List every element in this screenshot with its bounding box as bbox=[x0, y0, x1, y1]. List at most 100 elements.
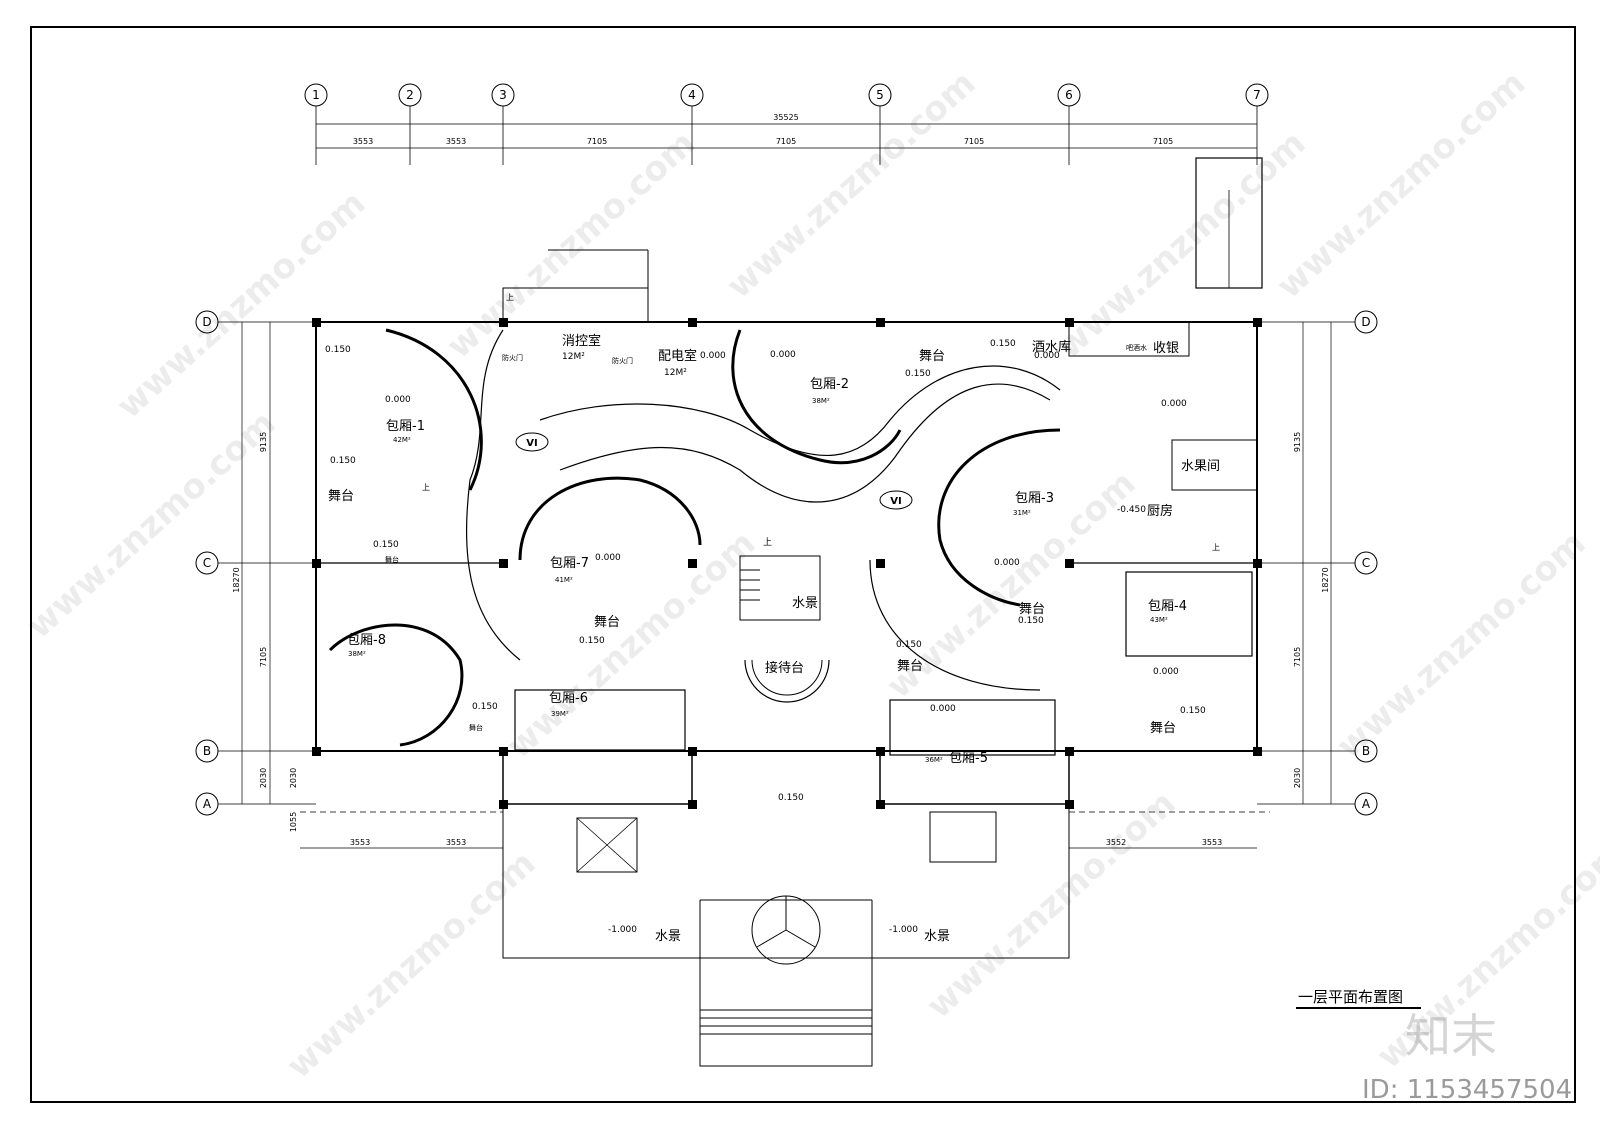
room-label-box3: 包厢-3 bbox=[1015, 491, 1054, 506]
dim-label: 7105 bbox=[1293, 647, 1302, 667]
room-area-box6: 39M² bbox=[551, 710, 569, 718]
room-label-box1: 包厢-1 bbox=[386, 419, 425, 434]
room-label-stage: 舞台 bbox=[1019, 602, 1045, 617]
title-block: 一层平面布置图 知末 ID: 1153457504 bbox=[1296, 988, 1572, 1105]
level-label: 0.150 bbox=[1180, 706, 1206, 716]
dim-label: 18270 bbox=[1321, 567, 1330, 592]
room-area-box1: 42M² bbox=[393, 436, 411, 444]
room-label-stage: 舞台 bbox=[594, 615, 620, 630]
room-label-box2: 包厢-2 bbox=[810, 377, 849, 392]
axis-label: 7 bbox=[1253, 88, 1261, 102]
axis-label: 1 bbox=[312, 88, 320, 102]
columns bbox=[312, 318, 1262, 809]
id-text: ID: 1153457504 bbox=[1362, 1075, 1572, 1105]
level-label: -1.000 bbox=[608, 925, 637, 935]
vip-label: VI bbox=[526, 438, 537, 449]
watermark-text: www.znzmo.com bbox=[719, 63, 983, 306]
dim-label: 3552 bbox=[1106, 838, 1126, 847]
axis-label: D bbox=[202, 315, 211, 329]
vip-label: VI bbox=[890, 496, 901, 507]
up-label: 上 bbox=[506, 293, 514, 302]
room-label-box6: 包厢-6 bbox=[549, 691, 588, 706]
up-label: 上 bbox=[1212, 543, 1220, 552]
level-label: 0.000 bbox=[1034, 351, 1060, 361]
level-label: 0.150 bbox=[325, 345, 351, 355]
dim-label: 2030 bbox=[1293, 768, 1302, 788]
room-label-box8: 包厢-8 bbox=[347, 633, 386, 648]
level-label: -0.450 bbox=[1117, 505, 1146, 515]
axis-label: D bbox=[1361, 315, 1370, 329]
row-axes: D C B A D C B A 18270 9135 7105 2030 913… bbox=[195, 310, 1378, 832]
room-area-box7: 41M² bbox=[555, 576, 573, 584]
level-label: -1.000 bbox=[889, 925, 918, 935]
level-label: 0.000 bbox=[930, 704, 956, 714]
drawing-title: 一层平面布置图 bbox=[1298, 988, 1403, 1006]
dim-label: 2030 bbox=[289, 768, 298, 788]
dim-total: 35525 bbox=[773, 113, 798, 122]
level-label: 0.000 bbox=[1161, 399, 1187, 409]
room-area-box2: 38M² bbox=[812, 397, 830, 405]
level-label: 0.150 bbox=[905, 369, 931, 379]
room-label-power: 配电室 bbox=[658, 348, 697, 364]
up-label: 上 bbox=[763, 537, 772, 548]
bottom-dims: 3553 3553 3552 3553 bbox=[300, 838, 1257, 849]
room-label-wine-store: 酒水库 bbox=[1032, 339, 1071, 355]
room-label-stage: 舞台 bbox=[1150, 721, 1176, 736]
level-label: 0.000 bbox=[700, 351, 726, 361]
room-label-fire-control: 消控室 bbox=[562, 333, 601, 349]
dim-label: 7105 bbox=[259, 647, 268, 667]
level-label: 0.000 bbox=[595, 553, 621, 563]
level-label: 0.150 bbox=[990, 339, 1016, 349]
axis-label: 5 bbox=[876, 88, 884, 102]
axis-label: A bbox=[1362, 797, 1371, 811]
axis-label: B bbox=[1362, 744, 1370, 758]
level-label: 0.150 bbox=[472, 702, 498, 712]
room-label-stage: 舞台 bbox=[469, 723, 483, 732]
room-label-box7: 包厢-7 bbox=[550, 556, 589, 571]
level-label: 0.150 bbox=[373, 540, 399, 550]
watermark-layer: www.znzmo.com www.znzmo.com www.znzmo.co… bbox=[19, 63, 1600, 1086]
room-label-cashier: 收银 bbox=[1153, 341, 1179, 356]
dim-label: 9135 bbox=[259, 432, 268, 452]
level-label: 0.150 bbox=[1018, 616, 1044, 626]
room-label-kitchen: 厨房 bbox=[1147, 503, 1173, 519]
axis-label: C bbox=[203, 556, 211, 570]
axis-label: B bbox=[203, 744, 211, 758]
level-marks: 0.150 0.000 0.150 0.150 0.000 0.000 0.15… bbox=[325, 339, 1206, 935]
dim-label: 3553 bbox=[446, 838, 466, 847]
room-label-water: 水景 bbox=[655, 929, 681, 944]
watermark-text: www.znzmo.com bbox=[919, 783, 1183, 1026]
level-label: 0.000 bbox=[1153, 667, 1179, 677]
level-label: 0.150 bbox=[330, 456, 356, 466]
building-walls bbox=[300, 157, 1270, 1067]
dim-label: 3553 bbox=[350, 838, 370, 847]
room-label-box5: 包厢-5 bbox=[949, 751, 988, 766]
axis-label: C bbox=[1362, 556, 1370, 570]
watermark-text: www.znzmo.com bbox=[439, 123, 703, 366]
dim-label: 3553 bbox=[1202, 838, 1222, 847]
level-label: 0.000 bbox=[770, 350, 796, 360]
dim-label: 3553 bbox=[446, 137, 466, 146]
room-area-box5: 36M² bbox=[925, 756, 943, 764]
watermark-text: www.znzmo.com bbox=[1269, 63, 1533, 306]
level-label: 0.150 bbox=[579, 636, 605, 646]
level-label: 0.000 bbox=[994, 558, 1020, 568]
room-labels: 包厢-1 42M² 包厢-2 38M² 包厢-3 31M² 包厢-4 43M² … bbox=[328, 293, 1220, 944]
room-label-reception: 接待台 bbox=[765, 660, 804, 676]
axis-label: 6 bbox=[1065, 88, 1073, 102]
logo-text: 知末 bbox=[1405, 1009, 1497, 1063]
room-label-water: 水景 bbox=[924, 929, 950, 944]
room-area-power: 12M² bbox=[664, 368, 687, 378]
room-label-fruit: 水果间 bbox=[1181, 459, 1220, 474]
dim-label: 7105 bbox=[964, 137, 984, 146]
watermark-text: www.znzmo.com bbox=[279, 843, 543, 1086]
watermark-text: www.znzmo.com bbox=[499, 523, 763, 766]
watermark-text: www.znzmo.com bbox=[19, 403, 283, 646]
dim-label: 3553 bbox=[353, 137, 373, 146]
room-label-bar: 吧酒水 bbox=[1126, 343, 1147, 352]
level-label: 0.150 bbox=[896, 640, 922, 650]
dim-label: 7105 bbox=[776, 137, 796, 146]
room-label-water: 水景 bbox=[792, 596, 818, 611]
level-label: 0.000 bbox=[385, 395, 411, 405]
